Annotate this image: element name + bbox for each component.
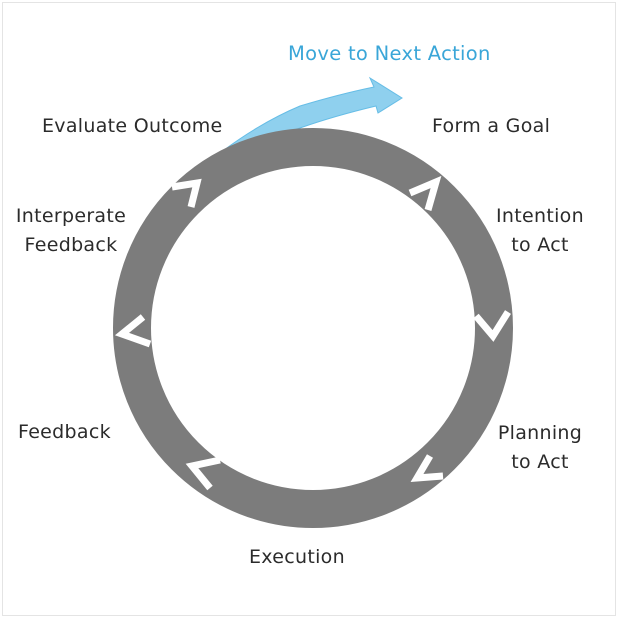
segment-marker (408, 175, 442, 211)
segment-marker (473, 310, 511, 342)
next-action-label: Move to Next Action (288, 42, 491, 65)
step-line: Planning (497, 422, 583, 444)
cycle-ring (113, 128, 513, 528)
step-line: to Act (511, 234, 569, 256)
step-planning-to-act: Planning to Act (482, 419, 598, 477)
step-line: Feedback (24, 234, 118, 256)
step-evaluate-outcome: Evaluate Outcome (42, 115, 223, 137)
step-form-goal: Form a Goal (432, 115, 551, 137)
segment-marker (410, 454, 444, 483)
step-line: Interperate (15, 205, 127, 227)
step-interperate-feedback: Interperate Feedback (2, 202, 140, 260)
step-line: to Act (511, 451, 569, 473)
step-intention-to-act: Intention to Act (478, 202, 602, 260)
ring-segment-markers (114, 175, 511, 491)
step-line: Intention (496, 205, 584, 227)
step-execution: Execution (249, 546, 345, 568)
step-feedback: Feedback (18, 421, 111, 443)
segment-marker (171, 178, 202, 208)
segment-marker (114, 314, 152, 348)
segment-marker (185, 456, 221, 491)
